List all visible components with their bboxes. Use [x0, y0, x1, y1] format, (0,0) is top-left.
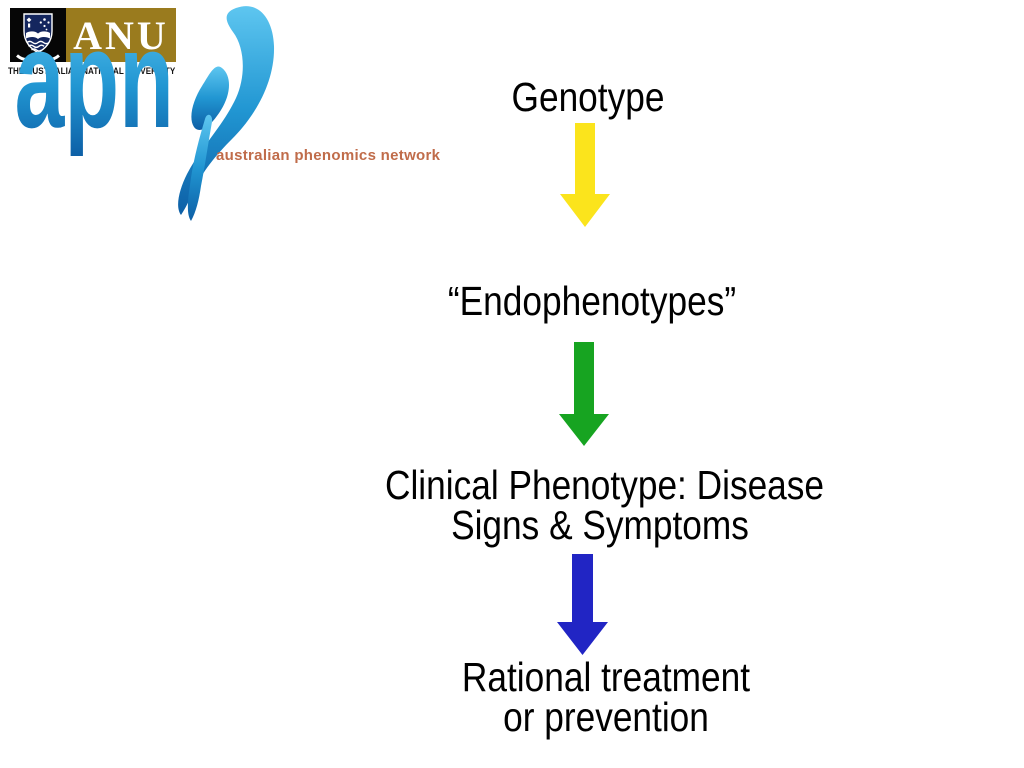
arrow-genotype-to-endophenotypes: [560, 123, 610, 227]
anu-acronym: ANU: [73, 13, 169, 58]
arrow-endophenotypes-to-clinical: [559, 342, 609, 446]
node-line: Signs & Symptoms: [451, 502, 749, 548]
apn-swirl-icon: [178, 6, 275, 221]
anu-acronym-box: ANU: [66, 8, 176, 62]
node-endophenotypes: “Endophenotypes”: [420, 278, 764, 324]
svg-text:apn: apn: [15, 1, 174, 157]
anu-logo: ANU THE AUSTRALIAN NATIONAL UNIVERSITY: [8, 8, 200, 80]
node-line: or prevention: [503, 694, 709, 740]
arrow-clinical-to-treatment: [557, 554, 608, 655]
node-line: Rational treatment: [461, 654, 751, 700]
node-clinical-phenotype: Clinical Phenotype: Disease Signs & Symp…: [385, 462, 825, 548]
node-line: Clinical Phenotype: Disease: [385, 462, 825, 508]
node-rational-treatment: Rational treatment or prevention: [434, 654, 778, 740]
anu-crest-icon: [10, 8, 66, 62]
node-genotype: Genotype: [416, 74, 760, 120]
node-line: Genotype: [511, 74, 665, 120]
apn-tagline: australian phenomics network: [216, 147, 441, 164]
apn-wordmark: apn: [15, 1, 174, 157]
node-line: “Endophenotypes”: [447, 278, 737, 324]
apn-logo: apn australian phenomics network: [0, 0, 460, 230]
anu-university-name: THE AUSTRALIAN NATIONAL UNIVERSITY: [8, 66, 176, 77]
